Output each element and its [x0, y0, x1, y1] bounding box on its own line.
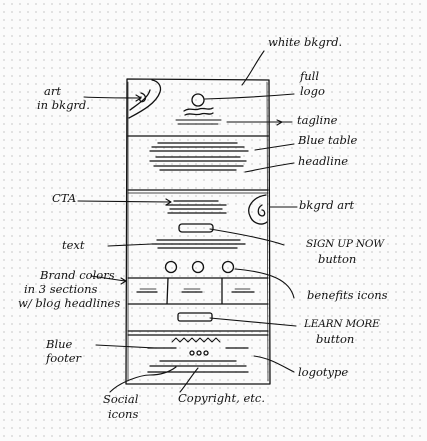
- label-full-logo-line2: logo: [300, 84, 325, 98]
- label-social-line2: icons: [108, 407, 139, 421]
- label-social-line1: Social: [103, 392, 139, 406]
- label-learn-more-line2: button: [316, 332, 355, 346]
- label-brand-colors-line3: w/ blog headlines: [18, 296, 121, 310]
- three-sections: [127, 277, 269, 305]
- label-bkgrd-art: bkgrd art: [299, 198, 355, 212]
- benefit-icons: [164, 260, 235, 274]
- label-benefits: benefits icons: [307, 288, 388, 302]
- label-text: text: [62, 238, 85, 252]
- learn-more-button-shape: [177, 312, 213, 322]
- headline-lines: [127, 142, 269, 194]
- label-headline: headline: [298, 154, 348, 168]
- label-brand-colors-line2: in 3 sections: [24, 282, 98, 296]
- label-brand-colors-line1: Brand colors: [40, 268, 115, 282]
- label-logotype: logotype: [298, 365, 349, 379]
- label-sign-up-line1: SIGN UP NOW: [306, 238, 384, 250]
- label-art-bg-line2: in bkgrd.: [37, 98, 90, 112]
- label-copyright: Copyright, etc.: [178, 391, 265, 405]
- bkgrd-art-icon: [248, 194, 268, 225]
- header-section: [127, 79, 269, 137]
- label-cta: CTA: [52, 191, 77, 205]
- text-lines: [151, 239, 246, 249]
- annotation-arrows: [77, 50, 298, 393]
- label-tagline: tagline: [297, 113, 338, 127]
- label-art-bg-line1: art: [44, 84, 61, 98]
- label-sign-up-line2: button: [318, 252, 357, 266]
- label-full-logo-line1: full: [300, 69, 320, 83]
- label-blue-footer-line2: footer: [46, 351, 82, 365]
- label-blue-footer-line1: Blue: [46, 337, 73, 351]
- label-learn-more-line1: LEARN MORE: [304, 318, 380, 330]
- label-white-bg: white bkgrd.: [268, 35, 343, 49]
- cta-lines: [165, 200, 227, 214]
- label-blue-table: Blue table: [298, 133, 358, 147]
- footer-section: [127, 330, 269, 373]
- sign-up-button-shape: [178, 223, 214, 233]
- logo-circle-icon: [191, 93, 205, 107]
- art-swirl-icon: [128, 79, 162, 119]
